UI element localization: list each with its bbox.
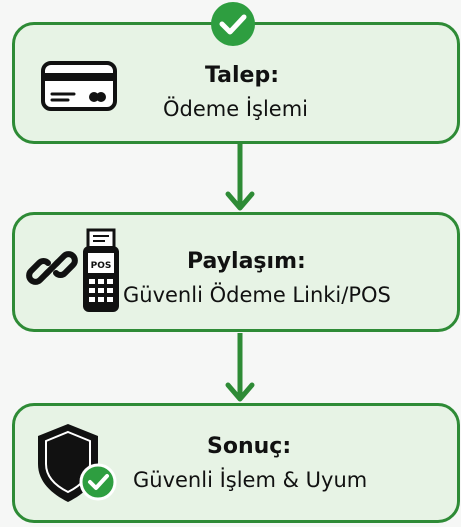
check-badge-icon bbox=[211, 2, 255, 46]
step-request-title: Talep: bbox=[205, 63, 280, 88]
shield-check-icon bbox=[38, 424, 117, 502]
arrow-down-2 bbox=[225, 333, 255, 402]
step-share-subtitle: Güvenli Ödeme Linki/POS bbox=[123, 283, 391, 307]
arrow-down-1 bbox=[225, 144, 255, 211]
step-result-title: Sonuç: bbox=[207, 434, 292, 459]
pos-terminal-icon: POS bbox=[83, 228, 119, 312]
step-result-subtitle: Güvenli İşlem & Uyum bbox=[133, 468, 368, 492]
link-icon bbox=[26, 251, 78, 285]
step-share-title: Paylaşım: bbox=[187, 249, 306, 274]
pos-label: POS bbox=[91, 261, 112, 271]
step-request-subtitle: Ödeme İşlemi bbox=[163, 97, 309, 121]
credit-card-icon bbox=[41, 61, 117, 111]
